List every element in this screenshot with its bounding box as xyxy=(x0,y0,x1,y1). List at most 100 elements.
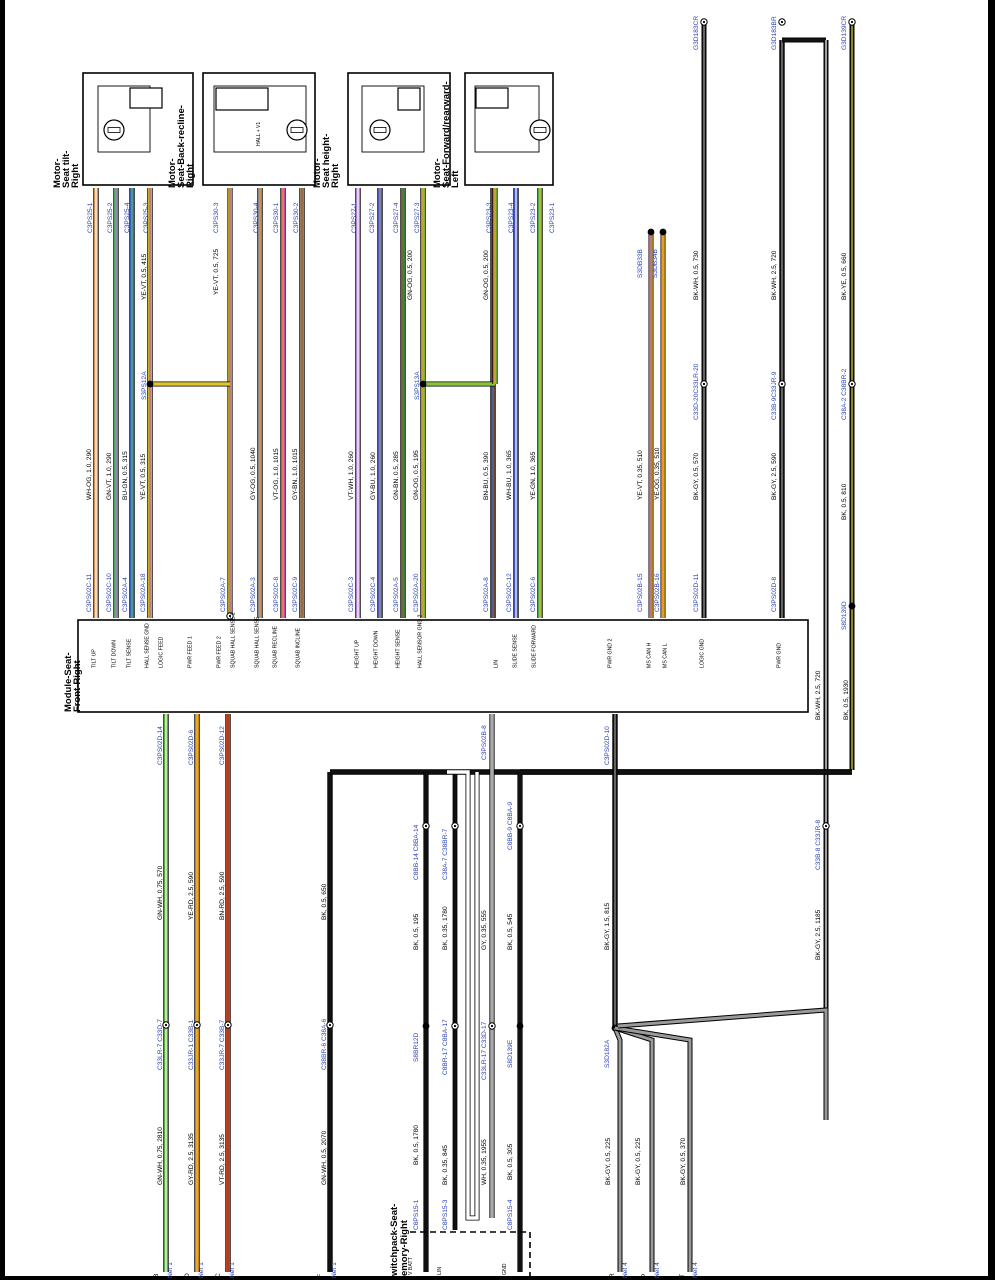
lower-feed-spec-top-2: BN-RD, 2.5, 590 xyxy=(219,871,226,920)
lower-feed-pin-1: D xyxy=(184,1273,191,1278)
lower-feed-net-1: Net 1 xyxy=(198,1262,205,1278)
wires-layer xyxy=(93,18,856,1272)
module-pin-label-7: SQUAB HALL SENSE 2 xyxy=(231,612,237,668)
motor-4-hall xyxy=(475,87,509,109)
label-c33d-20: C33D-20C33LR-20 xyxy=(693,363,700,420)
motor-4-inner xyxy=(474,85,540,153)
motor-title-0-1: Seat tilt- xyxy=(61,151,72,188)
lower-feed-node-2-center xyxy=(226,1023,230,1027)
ground-pin-2: T xyxy=(679,1274,686,1278)
conn-23: C3PS02D-8 xyxy=(771,576,778,612)
spec-22: BK-GY, 0.5, 570 xyxy=(693,453,700,500)
label-gy-555: GY, 0.35, 555 xyxy=(481,910,488,950)
can-l-splice xyxy=(659,228,667,236)
node-c33b-9-center xyxy=(780,382,784,386)
can-h-splice xyxy=(647,228,655,236)
label-bk-545: BK, 0.5, 545 xyxy=(507,913,514,950)
lower-feed-conn-0: C3PS02D-14 xyxy=(157,726,164,765)
conn-11: C3PS02C-3 xyxy=(348,576,355,612)
motor-title-0-0: Motor- xyxy=(52,158,63,188)
frame-bottom xyxy=(0,1276,995,1280)
motor-title-3-2: Left xyxy=(450,170,461,188)
label-bk-305: BK, 0.5, 305 xyxy=(507,1143,514,1180)
spec-recline-feed: YE-VT, 0.5, 725 xyxy=(213,248,220,295)
lower-feed-conn-1: C3PS02D-6 xyxy=(188,729,195,765)
ground-pin-0: R xyxy=(609,1273,616,1278)
switchpack-conn-1: C8PS15-3 xyxy=(442,1199,449,1230)
conn-1: C3PS02C-10 xyxy=(106,573,113,612)
spec-11: VT-WH, 1.0, 260 xyxy=(348,451,355,500)
spec-16: BN-BU, 0.5, 390 xyxy=(483,452,490,500)
ground-0-fill xyxy=(613,1027,622,1272)
lower-white-loop-fill xyxy=(447,770,479,1220)
module-pin-label-8: SQUAB HALL SENSE xyxy=(255,616,261,668)
motor-3-inner xyxy=(361,85,425,153)
node-c8br-17-center xyxy=(453,1024,457,1028)
switchpack-label-2: GND xyxy=(502,1263,508,1275)
conn-22: C3PS02D-11 xyxy=(693,573,700,612)
motor-3-pin-1: C3PS23-4 xyxy=(508,202,515,233)
lower-feed-pin-2: C xyxy=(215,1273,222,1278)
motor-title-1-1: Seat-Back-recline- xyxy=(176,105,187,188)
spec-10: GY-BN, 1.0, 1015 xyxy=(292,448,299,500)
lower-bk-gy-1185 xyxy=(617,1007,829,1120)
label-g3d183cr: G3D183CR xyxy=(693,16,700,50)
motor-2-pin-1: C3PS27-2 xyxy=(369,202,376,233)
label-c38a-7: C38A-7 C38BR-7 xyxy=(442,828,449,880)
conn-16: C3PS02A-8 xyxy=(483,577,490,612)
switchpack-box xyxy=(410,1231,531,1276)
module-title-1: Module-Seat- xyxy=(63,652,74,712)
spec-8: GY-OG, 0.5, 1040 xyxy=(250,447,257,500)
module-pin-label-17: SLIDE FORWARD xyxy=(532,625,538,668)
label-g3d183br: G3D183BR xyxy=(771,16,778,50)
spec-21: YE-OG, 0.35, 510 xyxy=(654,447,661,500)
conn-12: C3PS02C-4 xyxy=(370,576,377,612)
ground-2-fill xyxy=(614,1026,692,1272)
module-pin-label-1: TILT DOWN xyxy=(112,640,118,668)
label-can-splice-l: S3DB34B xyxy=(652,248,659,278)
lower-feed-node-1-center xyxy=(195,1023,199,1027)
label-bk-810: BK, 0.5, 810 xyxy=(841,483,848,520)
motor-3-pin-3: C3PS23-1 xyxy=(549,202,556,233)
ground-net-0: Net 4 xyxy=(622,1262,629,1278)
motor-title-3-1: Seat-Forward/rearward- xyxy=(441,81,452,188)
motor-title-1-0: Motor- xyxy=(167,158,178,188)
label-bk-wh-730: BK-WH, 0.5, 730 xyxy=(693,250,700,300)
node-c8bb-9-center xyxy=(518,824,522,828)
motor-2-hall-text: HALL + V1 xyxy=(256,122,262,146)
label-c8bb-14: C8BB-14 C8BA-14 xyxy=(413,824,420,880)
ground-net-2: Net 4 xyxy=(692,1262,699,1278)
conn-8: C3PS02A-3 xyxy=(250,577,257,612)
node-c33b-8-center xyxy=(824,824,828,828)
label-c38a-2: C38A-2 C38BR-2 xyxy=(841,368,848,420)
motor-3-pin-0: C3PS23-3 xyxy=(486,202,493,233)
switchpack-label-1: LIN xyxy=(437,1267,443,1275)
motor-title-2-0: Motor- xyxy=(312,158,323,188)
motor-2-inner xyxy=(213,85,307,153)
conn-13: C3PS02A-5 xyxy=(393,577,400,612)
label-s3ps13a: S3PS13A xyxy=(414,371,421,400)
conn-18: C3PS02C-6 xyxy=(530,576,537,612)
conn-20: C3PS02B-15 xyxy=(637,573,644,612)
node-g3d183br-center xyxy=(780,20,784,24)
module-pin-label-13: HEIGHT SENSE xyxy=(396,629,402,668)
spec-20: YE-VT, 0.35, 510 xyxy=(637,450,644,500)
switchpack-conn-2: C8PS15-4 xyxy=(507,1199,514,1230)
label-c33b-8: C33B-8 C33JR-8 xyxy=(815,819,822,870)
label-c33b-9: C33B-9C33JR-9 xyxy=(771,371,778,420)
motor-1-pin-3: C3PS30-2 xyxy=(293,202,300,233)
motor-title-1-2: Right xyxy=(185,163,196,188)
node-c38a-2-center xyxy=(850,382,854,386)
switchpack-title-1: witchpack-Seat- xyxy=(389,1204,400,1277)
label-c8bb-9: C8BB-9 C8BA-9 xyxy=(507,802,514,850)
node-s8d139d xyxy=(848,602,856,610)
motor-1-hall xyxy=(129,87,163,109)
conn-10: C3PS02C-9 xyxy=(292,576,299,612)
conn-0: C3PS02C-11 xyxy=(86,573,93,612)
label-wh-1955: WH, 0.35, 1955 xyxy=(481,1139,488,1185)
lower-feed-node-3-center xyxy=(328,1023,332,1027)
node-recline-center xyxy=(228,614,232,618)
module-pin-label-3: HALL SENSE GND xyxy=(145,623,151,668)
